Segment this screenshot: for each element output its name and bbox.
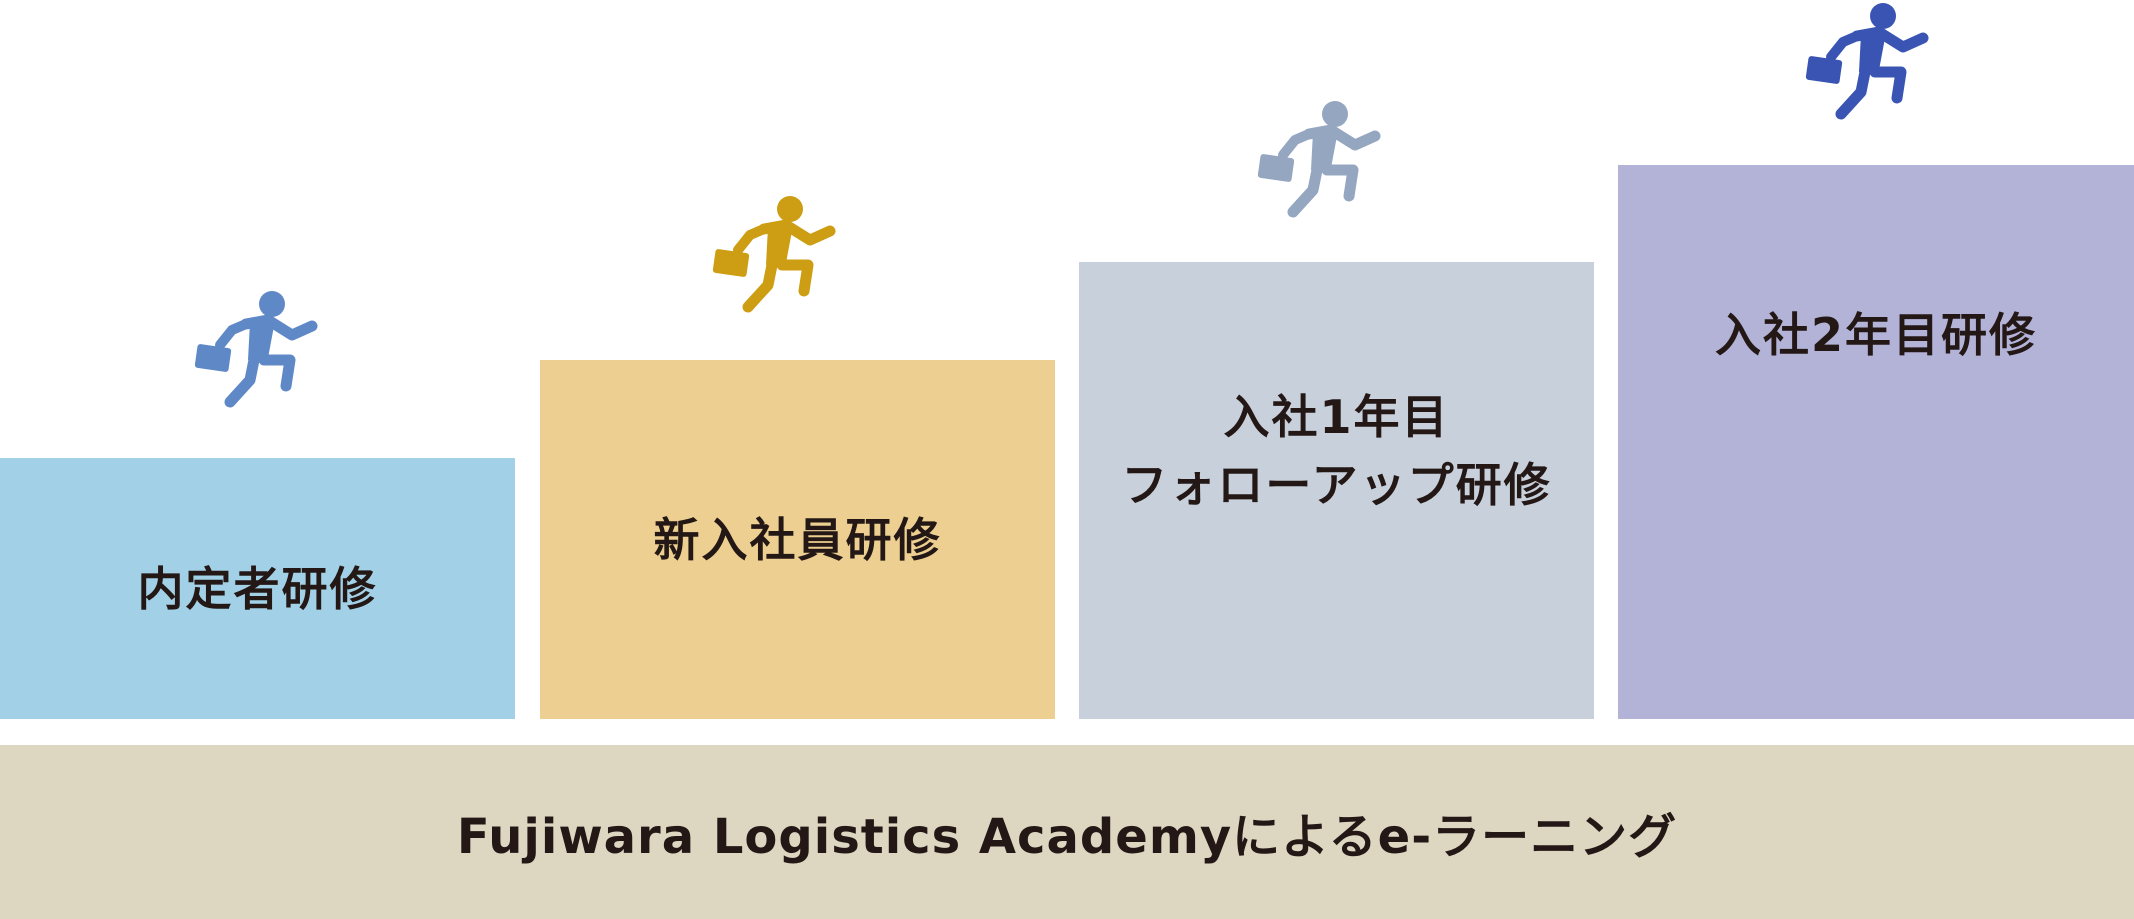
step-first-year-followup-training: 入社1年目 フォローアップ研修 — [1079, 262, 1594, 719]
step-second-year-training: 入社2年目研修 — [1618, 165, 2134, 719]
running-businessman-icon — [712, 195, 842, 345]
step-label: 入社2年目研修 — [1714, 307, 2037, 362]
elearning-base: Fujiwara Logistics Academyによるe-ラーニング — [0, 745, 2134, 919]
running-businessman-icon — [1257, 100, 1387, 250]
step-new-employee-training: 新入社員研修 — [540, 360, 1055, 719]
step-label: 内定者研修 — [137, 561, 378, 616]
running-businessman-icon — [1805, 2, 1935, 152]
base-label: Fujiwara Logistics Academyによるe-ラーニング — [456, 809, 1678, 865]
step-label: 新入社員研修 — [653, 512, 942, 567]
running-businessman-icon — [194, 290, 324, 440]
step-label: 入社1年目 フォローアップ研修 — [1121, 389, 1552, 512]
step-naitei-training: 内定者研修 — [0, 458, 515, 719]
